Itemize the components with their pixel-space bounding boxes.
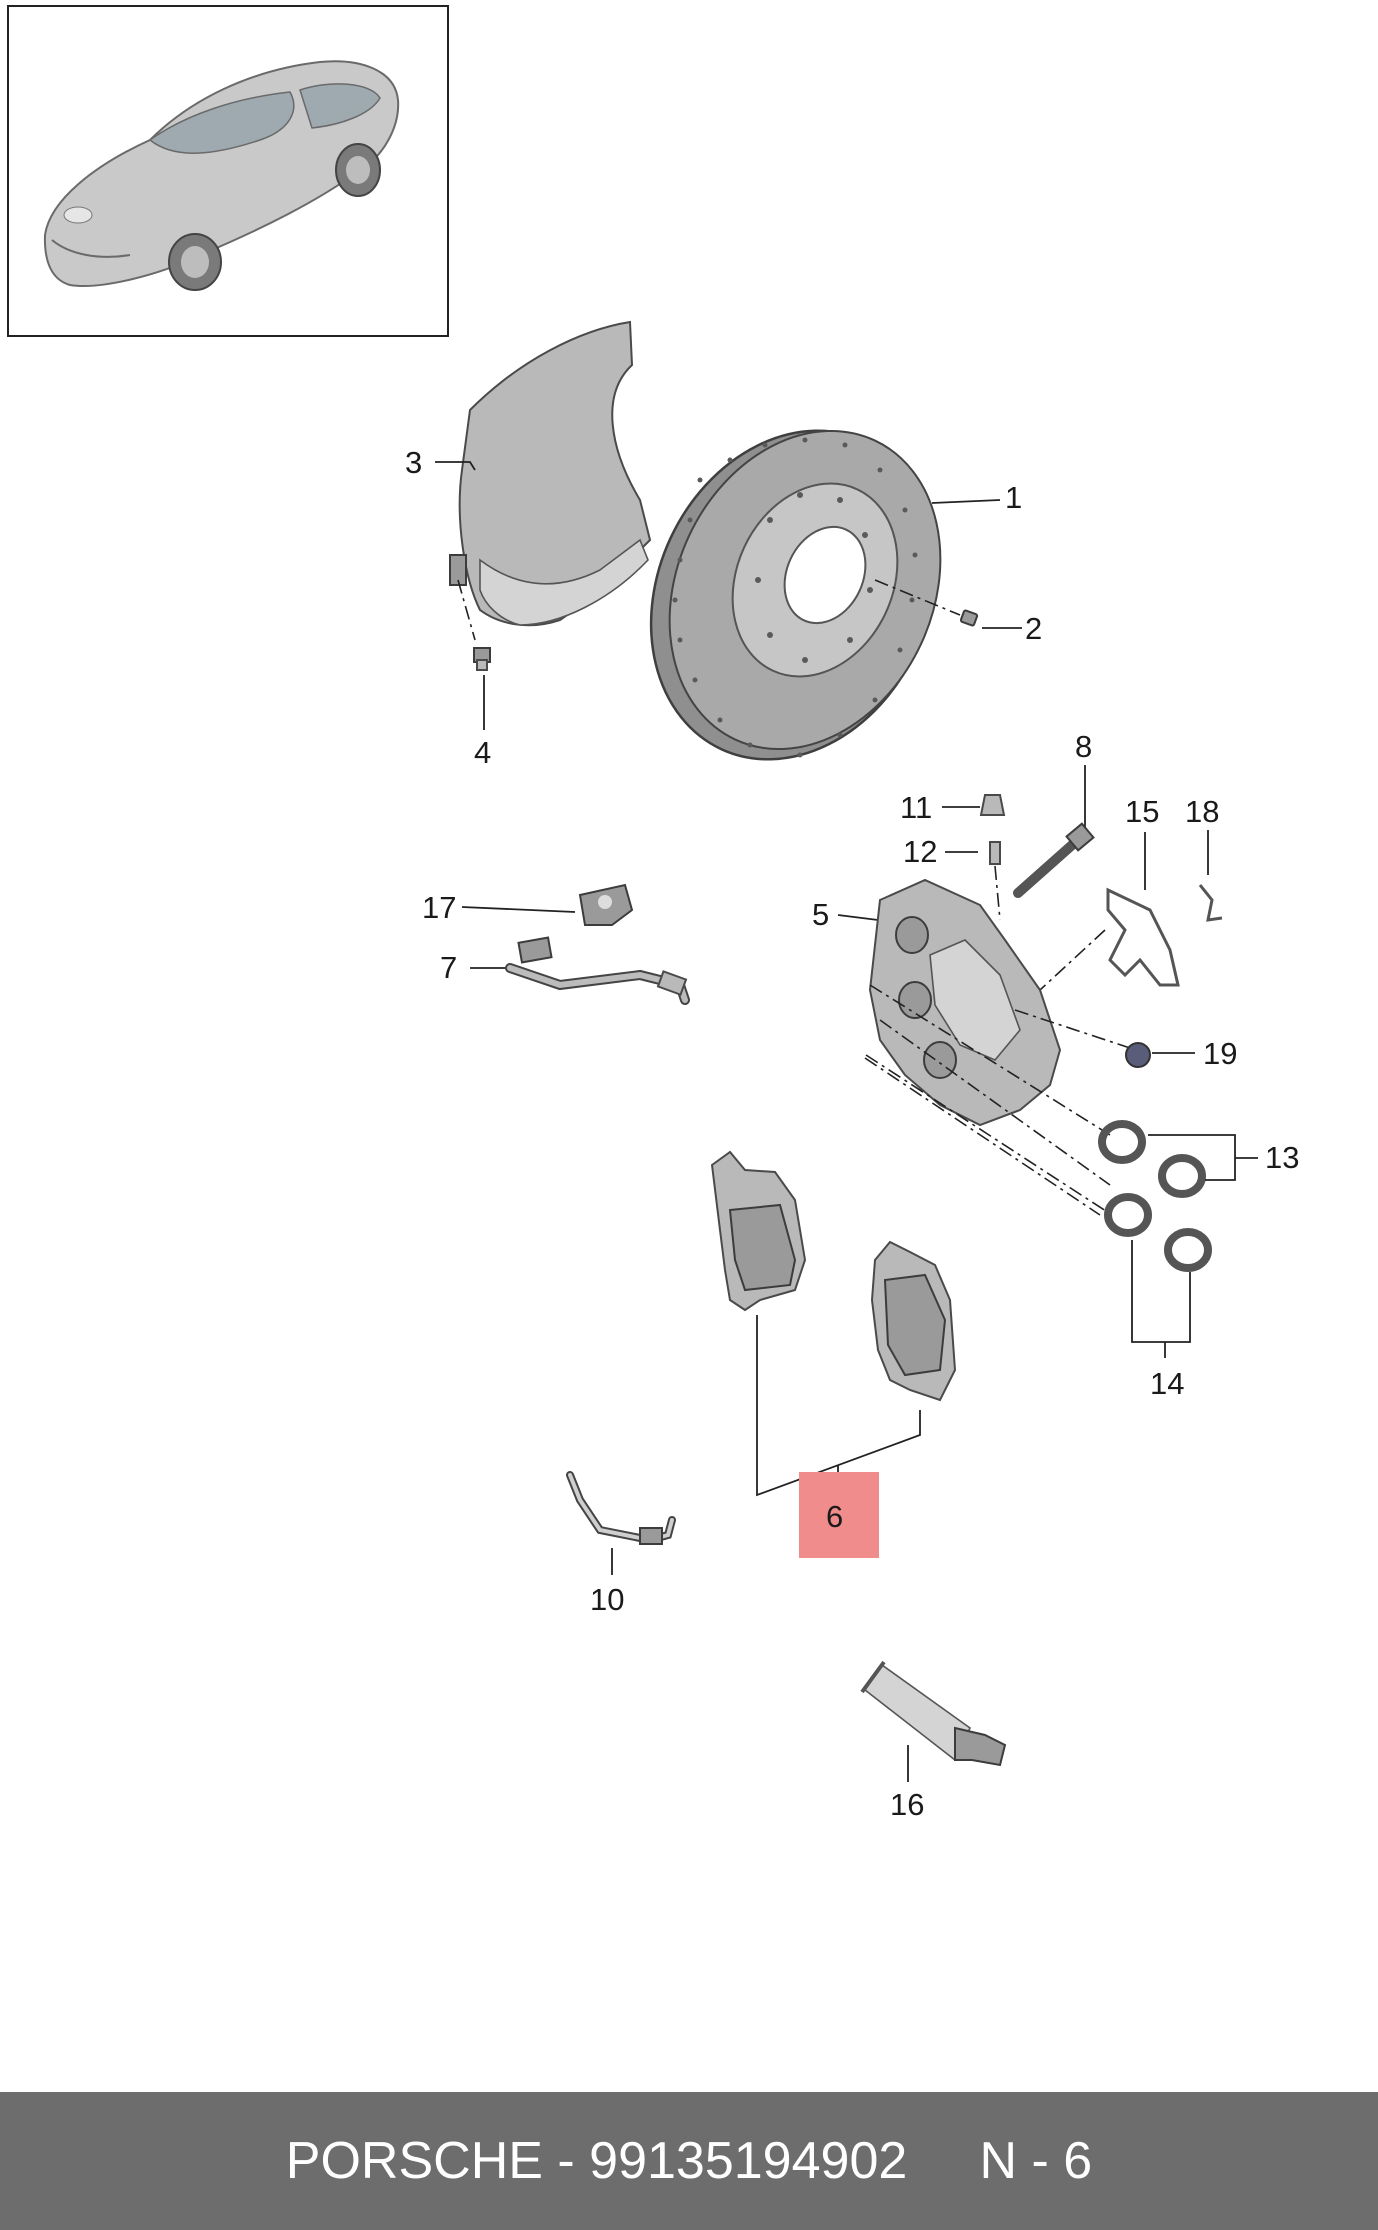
parts-diagram: 3 4 1 2 8	[7, 5, 1299, 1822]
callout-12: 12	[903, 834, 937, 869]
callout-8: 8	[1075, 729, 1092, 764]
callout-2: 2	[1025, 611, 1042, 646]
part-14-seal-kit[interactable]	[1104, 1193, 1212, 1272]
callout-16: 16	[890, 1787, 924, 1822]
part-3-brake-dust-shield[interactable]	[449, 320, 652, 627]
callout-13: 13	[1265, 1140, 1299, 1175]
callout-1: 1	[1005, 480, 1022, 515]
callout-5: 5	[812, 897, 829, 932]
callout-7: 7	[440, 950, 457, 985]
part-2-screw[interactable]	[959, 609, 979, 627]
part-10-wear-sensor[interactable]	[566, 1471, 676, 1545]
callout-19: 19	[1203, 1036, 1237, 1071]
callout-14: 14	[1150, 1366, 1184, 1401]
part-11-bleed-cap[interactable]	[979, 794, 1006, 816]
callout-10: 10	[590, 1582, 624, 1617]
part-13-seal-kit[interactable]	[1098, 1120, 1206, 1198]
vehicle-thumbnail[interactable]	[7, 5, 449, 337]
part-4-bolt[interactable]	[473, 647, 491, 671]
car-icon	[43, 60, 400, 291]
part-8-bolt[interactable]	[1013, 822, 1095, 898]
callout-6: 6	[826, 1499, 843, 1534]
part-15-spring[interactable]	[1106, 887, 1180, 987]
callout-4: 4	[474, 735, 491, 770]
part-16-assembly-paste[interactable]	[860, 1660, 1007, 1767]
part-6-brake-pad-set[interactable]	[710, 1150, 957, 1402]
callout-15: 15	[1125, 794, 1159, 829]
callout-6-highlight	[799, 1472, 879, 1558]
part-17-clip[interactable]	[578, 883, 634, 926]
callout-17: 17	[422, 890, 456, 925]
callout-11: 11	[900, 790, 932, 825]
part-7-brake-line[interactable]	[505, 936, 690, 1005]
part-1-brake-disc[interactable]	[599, 384, 991, 806]
callout-18: 18	[1185, 794, 1219, 829]
part-18-pin[interactable]	[1198, 884, 1223, 922]
part-12-bleed-valve[interactable]	[989, 841, 1001, 921]
callout-3: 3	[405, 445, 422, 480]
part-number-footer: PORSCHE - 99135194902 N - 6	[0, 2092, 1378, 2230]
part-5-brake-caliper[interactable]	[868, 878, 1062, 1127]
part-19-screw[interactable]	[1125, 1042, 1151, 1068]
